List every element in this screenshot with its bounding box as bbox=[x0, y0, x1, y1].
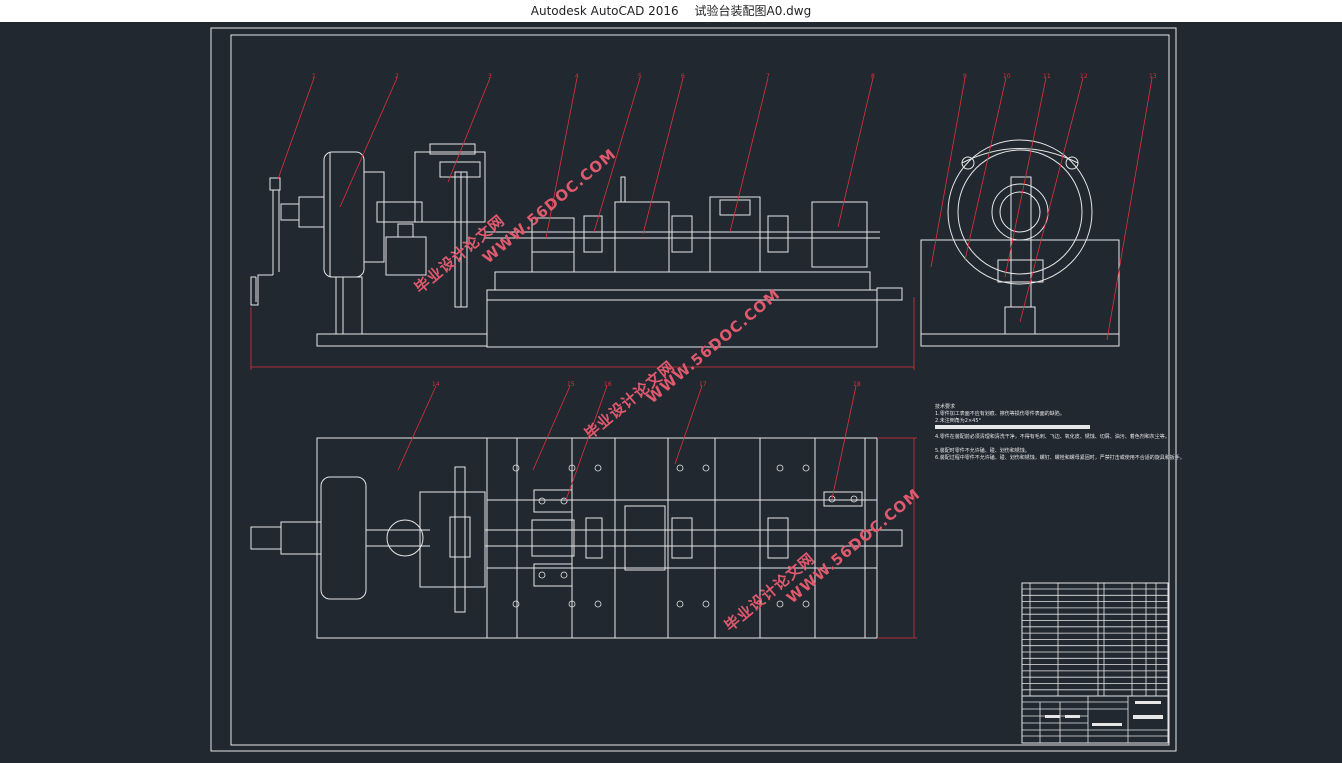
balloon-2: 2 bbox=[395, 73, 399, 80]
file-name: 试验台装配图A0.dwg bbox=[694, 4, 812, 18]
balloon-8: 8 bbox=[871, 73, 875, 80]
front-view[interactable] bbox=[250, 143, 915, 370]
leader-lines bbox=[277, 77, 1153, 501]
balloon-13: 13 bbox=[1149, 73, 1157, 80]
sheet-outer-border bbox=[210, 27, 1177, 752]
balloon-1: 1 bbox=[312, 73, 316, 80]
balloon-14: 14 bbox=[432, 381, 440, 388]
balloon-6: 6 bbox=[681, 73, 685, 80]
app-name: Autodesk AutoCAD 2016 bbox=[530, 4, 679, 18]
balloon-11: 11 bbox=[1043, 73, 1051, 80]
parts-list-table[interactable] bbox=[1021, 582, 1169, 697]
balloon-9: 9 bbox=[963, 73, 967, 80]
notes-heading: 技术要求 bbox=[935, 403, 955, 410]
side-view[interactable] bbox=[920, 139, 1120, 347]
balloon-18: 18 bbox=[853, 381, 861, 388]
watermark-url-1: WWW.56DOC.COM bbox=[479, 145, 620, 267]
title-bar: Autodesk AutoCAD 2016 试验台装配图A0.dwg bbox=[0, 0, 1342, 22]
balloon-16: 16 bbox=[604, 381, 612, 388]
watermarks: 毕业设计论文网 WWW.56DOC.COM 毕业设计论文网 WWW.56DOC.… bbox=[411, 145, 924, 635]
balloon-5: 5 bbox=[638, 73, 642, 80]
sheet-inner-border bbox=[230, 34, 1170, 746]
balloon-4: 4 bbox=[575, 73, 579, 80]
technical-notes: 技术要求 1.零件加工表面不应有划痕、擦伤等损伤零件表面的缺陷。 2.未注倒角为… bbox=[935, 403, 1185, 461]
balloon-15: 15 bbox=[567, 381, 575, 388]
drawing-canvas[interactable]: 1 2 3 4 5 6 7 8 9 10 11 12 13 14 15 16 1… bbox=[0, 22, 1342, 759]
notes-line-1: 1.零件加工表面不应有划痕、擦伤等损伤零件表面的缺陷。 bbox=[935, 410, 1065, 417]
watermark-cn-2: 毕业设计论文网 bbox=[581, 357, 678, 443]
notes-line-4: 4.零件在装配前必须清理和清洗干净，不得有毛刺、飞边、氧化皮、锈蚀、切屑、油污、… bbox=[935, 433, 1170, 440]
balloon-12: 12 bbox=[1080, 73, 1088, 80]
balloon-17: 17 bbox=[699, 381, 707, 388]
top-view[interactable] bbox=[250, 437, 917, 639]
notes-line-2: 2.未注倒角为2×45° bbox=[935, 417, 982, 424]
balloon-3: 3 bbox=[488, 73, 492, 80]
notes-line-5: 5.装配时零件不允许磕、碰、划伤和锈蚀。 bbox=[935, 447, 1030, 454]
balloon-10: 10 bbox=[1003, 73, 1011, 80]
notes-line-6: 6.装配过程中零件不允许磕、碰、划伤和锈蚀，螺钉、螺栓和螺母紧固时，严禁打击或使… bbox=[935, 454, 1185, 461]
balloon-7: 7 bbox=[766, 73, 770, 80]
part-balloons: 1 2 3 4 5 6 7 8 9 10 11 12 13 14 15 16 1… bbox=[312, 73, 1157, 388]
title-block[interactable] bbox=[1021, 695, 1169, 744]
watermark-url-2: WWW.56DOC.COM bbox=[643, 285, 784, 407]
